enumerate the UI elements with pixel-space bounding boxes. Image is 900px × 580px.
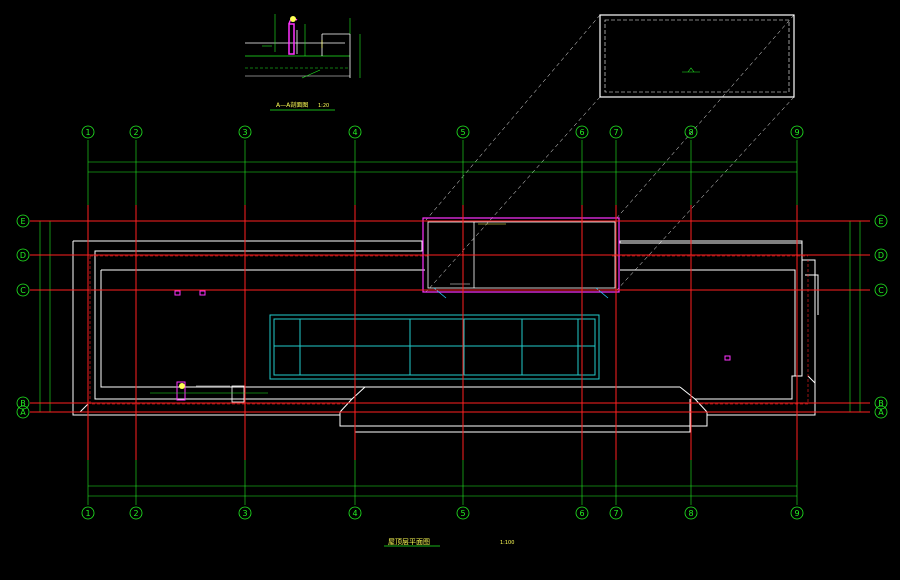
- axis-bubble-col-6-top: [575, 125, 589, 139]
- axis-bubble-row-D-left: [16, 248, 30, 262]
- projection-view: [425, 14, 795, 293]
- grid-lines: [30, 140, 870, 505]
- axis-label-col: 2: [133, 128, 138, 137]
- axis-bubble-col-7-bottom: [609, 506, 623, 520]
- axis-bubble-col-8-top: [684, 125, 698, 139]
- axis-bubble-col-6-bottom: [575, 506, 589, 520]
- axis-label-col: 7: [613, 509, 618, 518]
- axis-label-row: D: [20, 251, 26, 260]
- axis-bubble-col-4-bottom: [348, 506, 362, 520]
- drawing-scale: 1:100: [500, 540, 514, 546]
- axis-label-col: 6: [579, 128, 584, 137]
- axis-label-col: 2: [133, 509, 138, 518]
- axis-bubble-col-5-bottom: [456, 506, 470, 520]
- axis-bubble-row-E-left: [16, 214, 30, 228]
- axis-label-row: A: [878, 408, 884, 417]
- axis-label-col: 5: [460, 128, 465, 137]
- axis-label-row: B: [878, 399, 884, 408]
- axis-bubble-col-1-bottom: [81, 506, 95, 520]
- axis-bubble-row-C-left: [16, 283, 30, 297]
- axis-bubble-col-9-bottom: [790, 506, 804, 520]
- axis-bubble-col-2-bottom: [129, 506, 143, 520]
- axis-label-col: 1: [85, 128, 90, 137]
- axis-label-row: C: [878, 286, 884, 295]
- axis-label-col: 7: [613, 128, 618, 137]
- drain-marker: [179, 383, 185, 389]
- axis-bubble-col-9-top: [790, 125, 804, 139]
- dimension-lines: [39, 161, 861, 497]
- axis-bubble-row-D-right: [874, 248, 888, 262]
- section-detail: [245, 14, 361, 111]
- section-title: A—A剖面图: [276, 101, 308, 109]
- axis-label-col: 9: [794, 509, 799, 518]
- parapet-dashed: [89, 255, 809, 405]
- axis-bubble-col-4-top: [348, 125, 362, 139]
- axis-bubble-row-A-right: [874, 405, 888, 419]
- axis-label-row: E: [20, 217, 25, 226]
- section-scale: 1:20: [318, 103, 329, 109]
- axis-bubble-col-3-bottom: [238, 506, 252, 520]
- axis-label-col: 8: [688, 509, 693, 518]
- axis-label-col: 4: [352, 509, 357, 518]
- axis-label-col: 4: [352, 128, 357, 137]
- axis-label-row: A: [20, 408, 26, 417]
- axis-bubble-col-5-top: [456, 125, 470, 139]
- axis-bubble-row-B-right: [874, 396, 888, 410]
- axis-bubble-col-3-top: [238, 125, 252, 139]
- axis-bubble-col-7-top: [609, 125, 623, 139]
- axis-bubble-row-A-left: [16, 405, 30, 419]
- axis-bubble-row-B-left: [16, 396, 30, 410]
- roof-drain-marks: [174, 290, 731, 401]
- drawing-title: 屋顶层平面图: [388, 538, 430, 546]
- axis-label-row: D: [878, 251, 884, 260]
- axis-label-col: 6: [579, 509, 584, 518]
- axis-label-col: 5: [460, 509, 465, 518]
- skylight-grid: [269, 314, 600, 380]
- axis-bubble-col-8-bottom: [684, 506, 698, 520]
- axis-label-col: 8: [688, 128, 693, 137]
- axis-label-col: 3: [242, 128, 247, 137]
- axis-label-col: 3: [242, 509, 247, 518]
- axis-bubble-col-1-top: [81, 125, 95, 139]
- axis-label-col: 9: [794, 128, 799, 137]
- axis-bubble-row-C-right: [874, 283, 888, 297]
- axis-bubble-row-E-right: [874, 214, 888, 228]
- vent-box: [231, 385, 245, 403]
- axis-label-row: C: [20, 286, 26, 295]
- axis-label-col: 1: [85, 509, 90, 518]
- axis-label-row: E: [878, 217, 883, 226]
- axis-label-row: B: [20, 399, 26, 408]
- axis-bubble-col-2-top: [129, 125, 143, 139]
